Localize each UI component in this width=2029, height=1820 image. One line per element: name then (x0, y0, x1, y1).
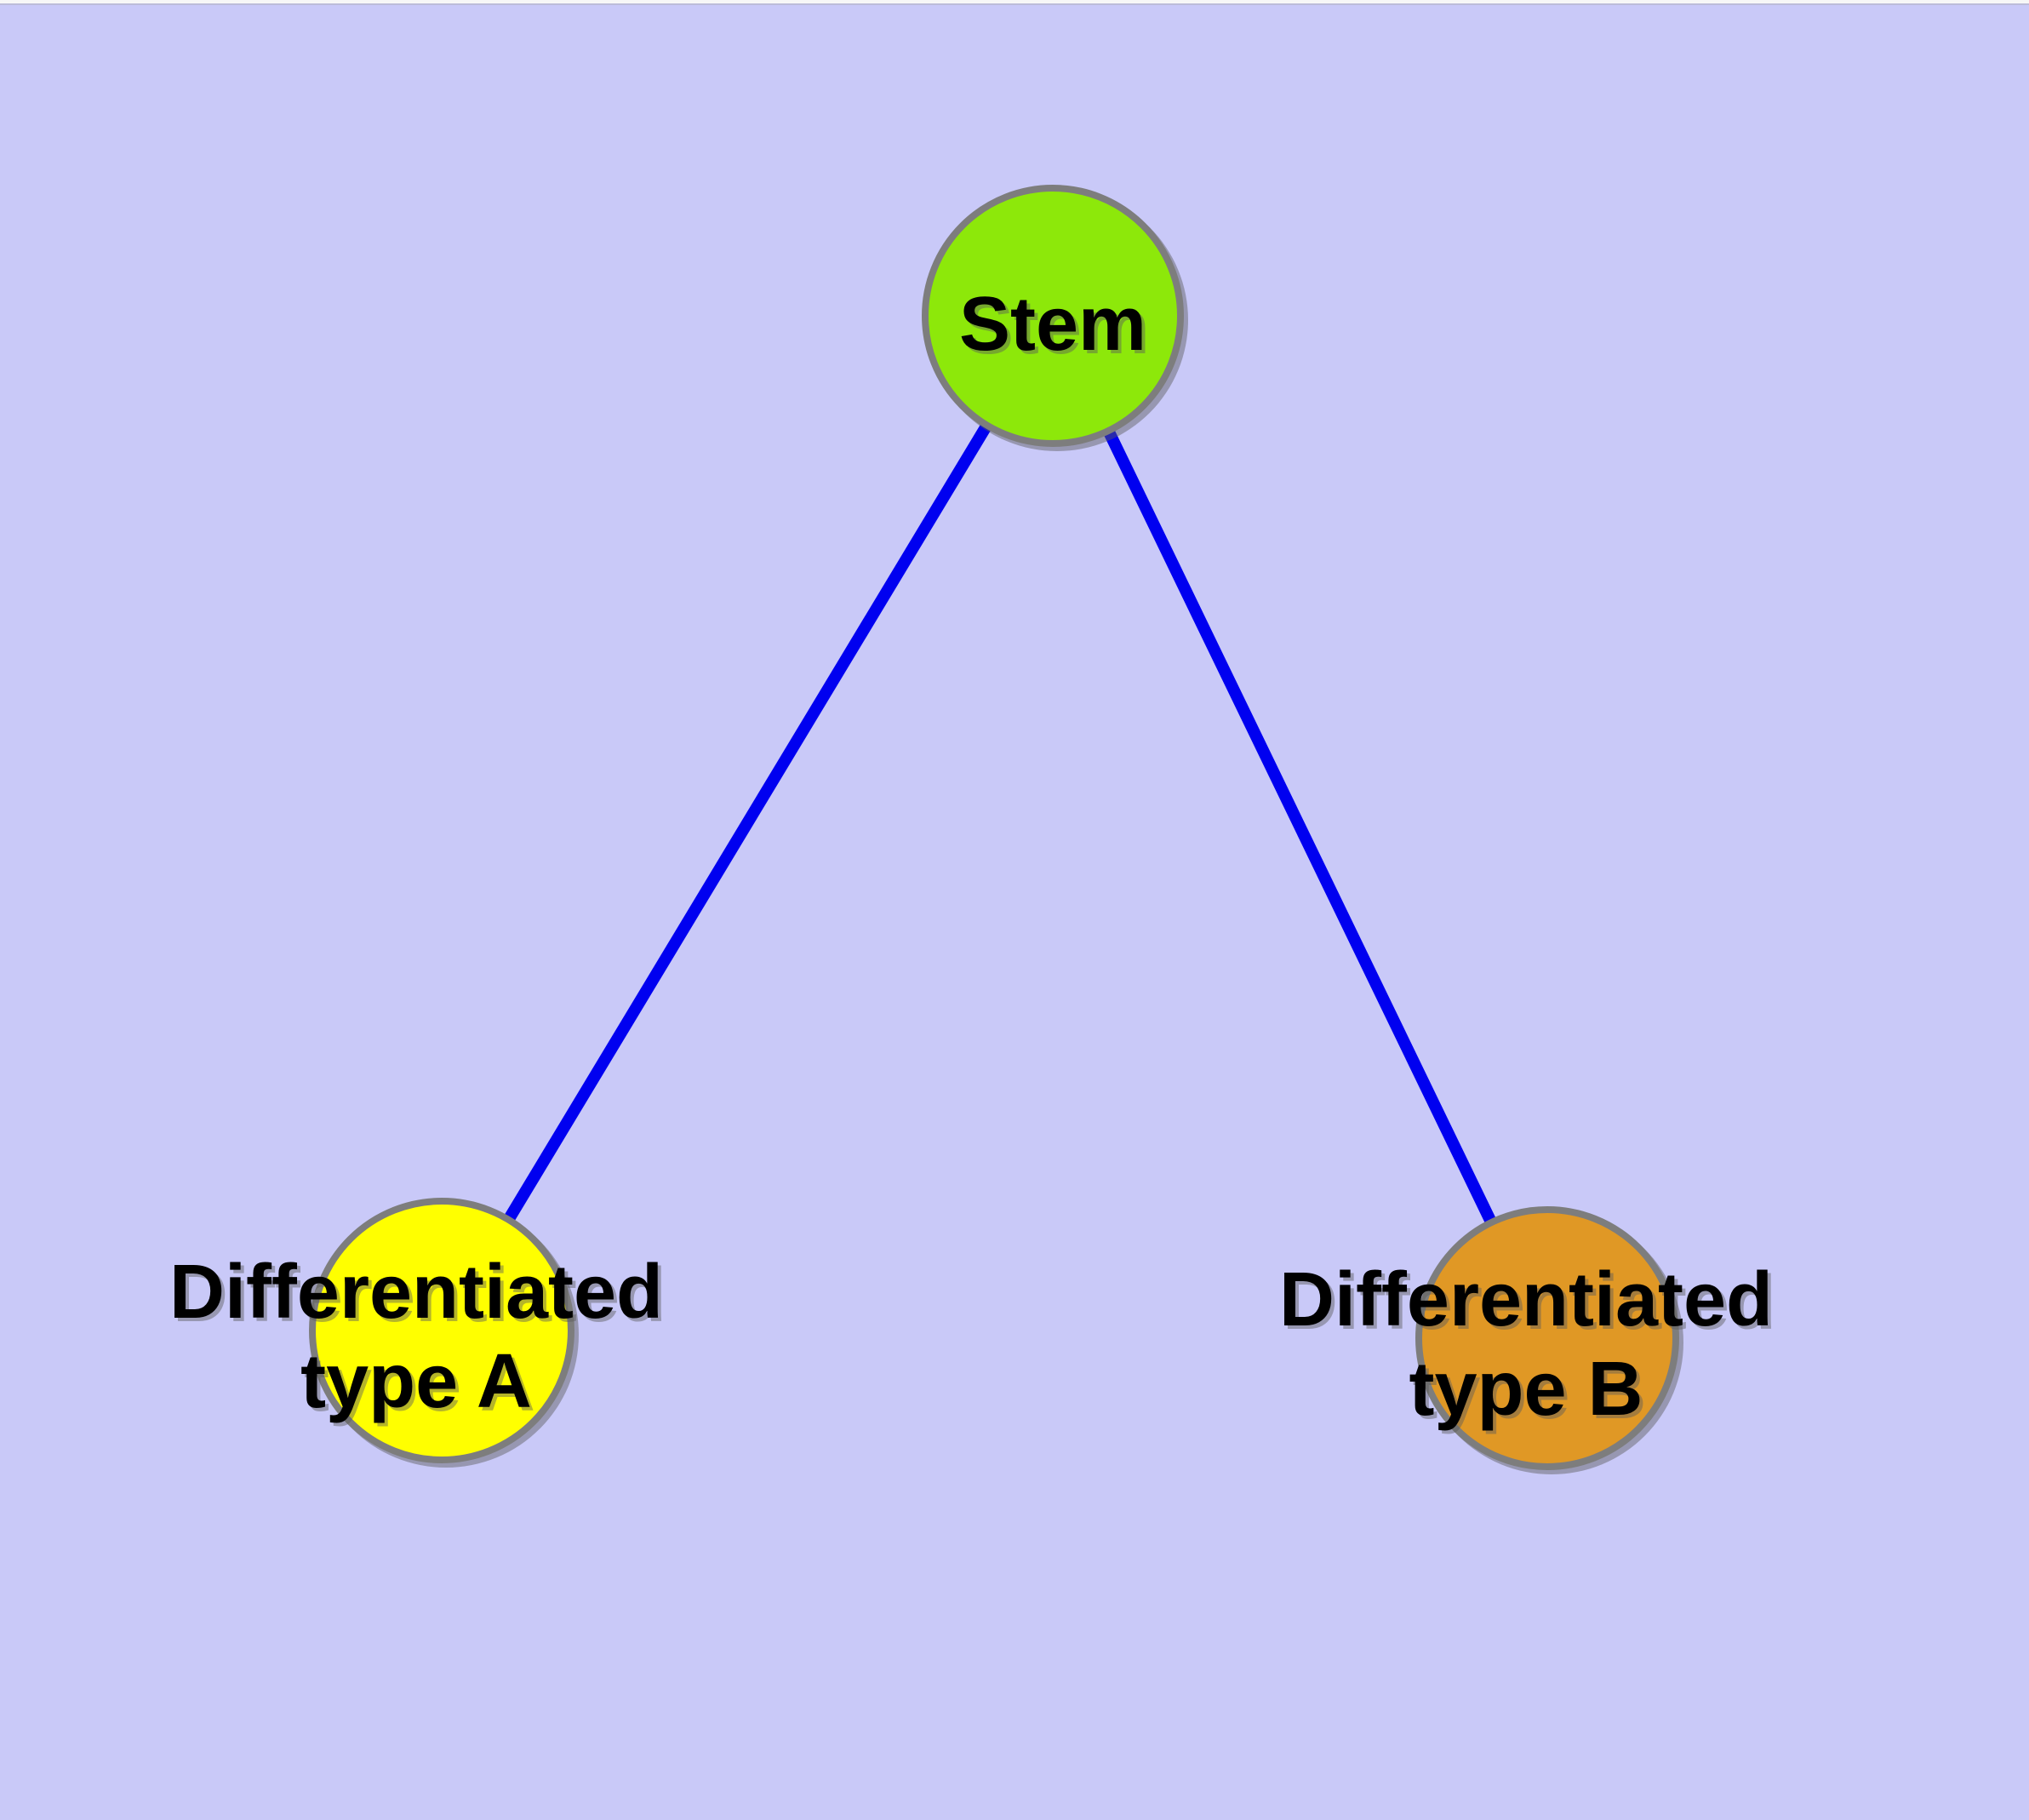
node-type-b-circle (1415, 1206, 1679, 1470)
node-stem-label: Stem (959, 282, 1146, 367)
edge-stem-type-b (1047, 312, 1553, 1342)
node-type-a-circle (309, 1198, 574, 1463)
edge-stem-type-a (437, 312, 1058, 1334)
node-stem-circle (922, 185, 1184, 447)
node-stem-label-shadow: Stem (963, 285, 1150, 370)
window-top-strip (0, 0, 2029, 5)
